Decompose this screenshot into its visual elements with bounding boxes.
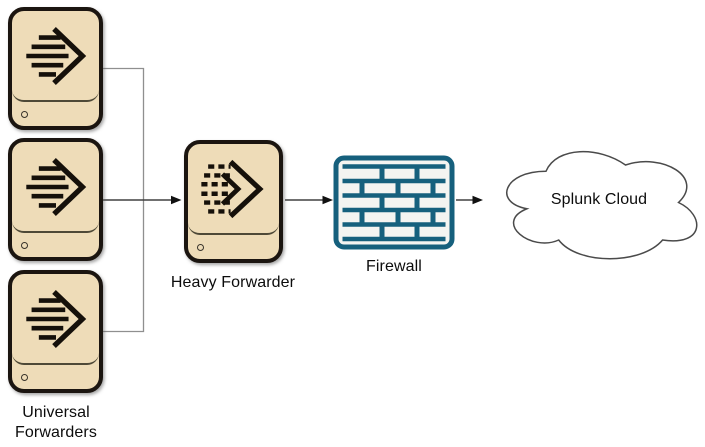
forward-arrow-icon — [25, 289, 86, 348]
server-body — [12, 274, 99, 365]
power-led-icon — [197, 244, 204, 251]
universal-forwarder-node-2 — [8, 138, 103, 261]
power-led-icon — [21, 374, 28, 381]
forward-arrow-icon — [25, 26, 86, 85]
server-body — [12, 11, 99, 102]
forward-arrow-icon — [25, 157, 86, 216]
splunk-cloud-label: Splunk Cloud — [550, 191, 648, 208]
cloud-icon — [506, 150, 698, 260]
power-led-icon — [21, 242, 28, 249]
universal-forwarders-label: Universal Forwarders — [15, 404, 97, 441]
power-led-icon — [21, 111, 28, 118]
server-body — [12, 142, 99, 233]
arrow-uf-to-heavy-forwarder — [103, 195, 182, 205]
brick-joints — [359, 166, 436, 239]
arrow-heavy-forwarder-to-firewall — [285, 195, 333, 205]
universal-forwarder-node-1 — [8, 7, 103, 130]
fast-forward-arrow-icon — [200, 159, 264, 218]
heavy-forwarder-node — [184, 140, 283, 263]
arrow-firewall-to-cloud — [456, 195, 483, 205]
universal-forwarder-node-3 — [8, 270, 103, 393]
brick-wall-icon — [333, 155, 455, 250]
server-body — [188, 144, 279, 235]
heavy-forwarder-label: Heavy Forwarder — [170, 274, 296, 291]
firewall-label: Firewall — [366, 258, 422, 275]
